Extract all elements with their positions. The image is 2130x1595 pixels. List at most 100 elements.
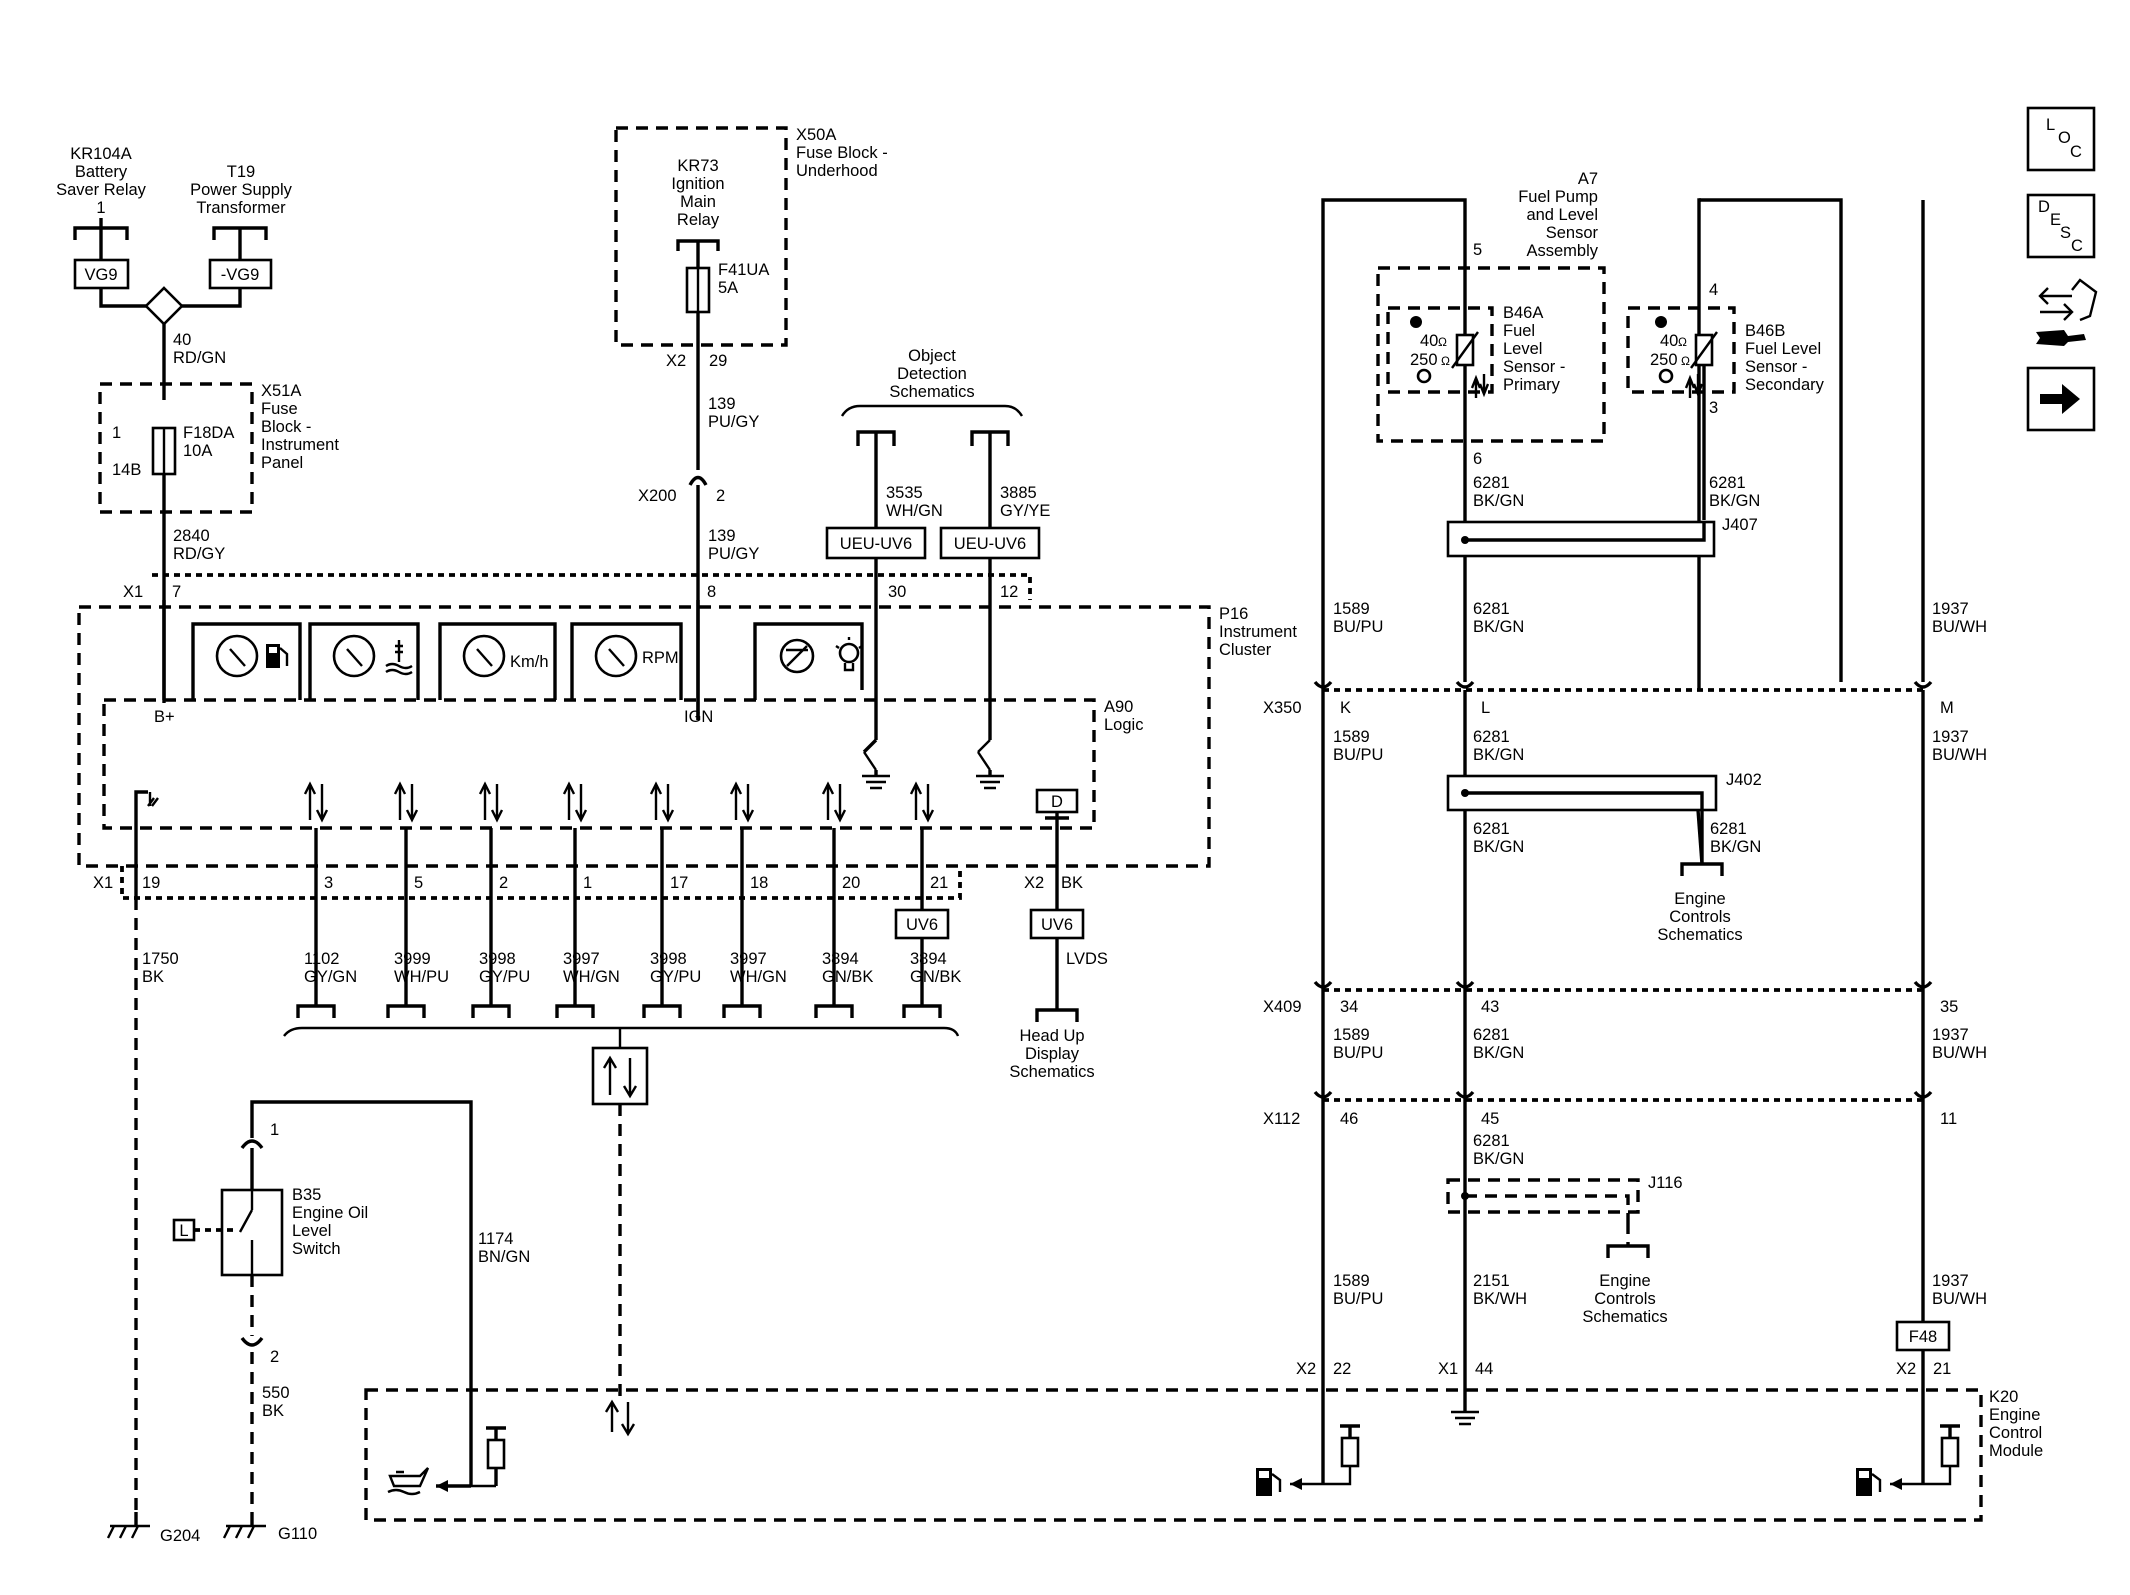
svg-text:L: L <box>179 1222 188 1240</box>
svg-text:1589: 1589 <box>1333 728 1370 746</box>
svg-text:Display: Display <box>1025 1045 1080 1063</box>
k20-ground-44 <box>1451 1410 1479 1426</box>
w6281d-label: 6281 BK/GN <box>1473 728 1524 764</box>
svg-text:Instrument: Instrument <box>1219 623 1297 641</box>
svg-text:Ω: Ω <box>1441 354 1450 368</box>
svg-text:Engine Oil: Engine Oil <box>292 1204 368 1222</box>
svg-text:BU/PU: BU/PU <box>1333 1044 1383 1062</box>
w6281a-label: 6281 BK/GN <box>1473 474 1524 510</box>
pin-k20-21: 21 <box>1933 1360 1951 1378</box>
svg-text:PU/GY: PU/GY <box>708 545 759 563</box>
svg-text:K20: K20 <box>1989 1388 2018 1406</box>
wire-1589-loop <box>1321 198 1467 690</box>
svg-text:BK/GN: BK/GN <box>1709 492 1760 510</box>
data-line-wire-number: 3997 <box>730 950 767 968</box>
j116-box <box>1446 1178 1640 1214</box>
svg-text:250: 250 <box>1410 351 1438 369</box>
a90-label: A90 Logic <box>1104 698 1143 734</box>
svg-text:Schematics: Schematics <box>1009 1063 1094 1081</box>
x2-top-label: X2 <box>666 352 686 370</box>
svg-text:Fuel Level: Fuel Level <box>1745 340 1821 358</box>
b46b-sensor: 40 Ω 250 Ω <box>1650 316 1718 398</box>
pin-x1-30: 30 <box>888 583 906 601</box>
next-arrow-button[interactable] <box>2026 366 2096 432</box>
fuel-pump-icon <box>1856 1468 1882 1496</box>
j402-wire <box>1696 809 1704 865</box>
svg-text:UEU-UV6: UEU-UV6 <box>840 535 912 553</box>
svg-text:Main: Main <box>680 193 716 211</box>
fuel-level-input-1 <box>1256 1424 1360 1496</box>
pin-x200-2: 2 <box>716 487 725 505</box>
svg-text:40: 40 <box>1660 332 1678 350</box>
svg-text:Secondary: Secondary <box>1745 376 1825 394</box>
svg-text:D: D <box>1051 793 1063 811</box>
hud-connector <box>1035 1008 1079 1022</box>
w6281c-label: 6281 BK/GN <box>1473 600 1524 636</box>
lvds-label: LVDS <box>1066 950 1108 968</box>
svg-text:A7: A7 <box>1578 170 1598 188</box>
svg-text:BK/GN: BK/GN <box>1473 1044 1524 1062</box>
data-line-wire-number: 3894 <box>822 950 859 968</box>
w139a-label: 139 PU/GY <box>708 395 759 431</box>
w1174-label: 1174 BN/GN <box>478 1230 530 1266</box>
svg-text:BK: BK <box>262 1402 284 1420</box>
svg-text:1937: 1937 <box>1932 600 1969 618</box>
w40-label: 40 RD/GN <box>173 331 226 367</box>
x1-top-label: X1 <box>123 583 143 601</box>
f18da-label: F18DA 10A <box>183 424 234 460</box>
svg-text:Logic: Logic <box>1104 716 1143 734</box>
svg-text:6281: 6281 <box>1473 474 1510 492</box>
svg-text:BU/WH: BU/WH <box>1932 1044 1987 1062</box>
svg-text:6281: 6281 <box>1473 1132 1510 1150</box>
svg-text:Saver Relay: Saver Relay <box>56 181 147 199</box>
svg-text:BK/WH: BK/WH <box>1473 1290 1527 1308</box>
svg-text:UEU-UV6: UEU-UV6 <box>954 535 1026 553</box>
svg-text:1937: 1937 <box>1932 1272 1969 1290</box>
ground-g110: G110 <box>222 1512 317 1543</box>
svg-text:BU/WH: BU/WH <box>1932 618 1987 636</box>
k20-label: K20 Engine Control Module <box>1989 1388 2043 1460</box>
w6281h-label: 6281 BK/GN <box>1473 1132 1524 1168</box>
j407-label: J407 <box>1722 516 1758 534</box>
x1-top-connector <box>152 573 1032 600</box>
j116-engine-connector <box>1606 1244 1650 1258</box>
svg-text:Battery: Battery <box>75 163 128 181</box>
b35-pin2: 2 <box>270 1348 279 1366</box>
data-line-wire-number: 3999 <box>394 950 431 968</box>
desc-button[interactable]: D E S C <box>2026 193 2096 259</box>
svg-text:2151: 2151 <box>1473 1272 1510 1290</box>
x350-label: X350 <box>1263 699 1302 717</box>
connector-wrench-icon[interactable] <box>2036 278 2098 346</box>
k20-box <box>364 1388 1983 1522</box>
w3535-label: 3535 WH/GN <box>886 484 943 520</box>
pin-b46b-4: 4 <box>1709 281 1718 299</box>
loc-button[interactable]: L O C <box>2026 106 2096 172</box>
indicator-lamp <box>753 622 864 700</box>
temperature-gauge <box>308 622 420 700</box>
svg-text:139: 139 <box>708 527 736 545</box>
svg-text:X51A: X51A <box>261 382 301 400</box>
vg9-box <box>73 258 130 290</box>
svg-text:Ignition: Ignition <box>671 175 724 193</box>
pin-14a: 1 <box>112 424 121 442</box>
svg-text:B46B: B46B <box>1745 322 1785 340</box>
data-line-wire-color: GY/PU <box>650 968 701 986</box>
svg-text:1589: 1589 <box>1333 1026 1370 1044</box>
b35-pin1-connector <box>240 1139 264 1150</box>
svg-text:Engine: Engine <box>1599 1272 1650 1290</box>
w1589c-label: 1589 BU/PU <box>1333 1026 1383 1062</box>
j116-splice <box>1461 1192 1469 1200</box>
pin-14b: 14B <box>112 461 141 479</box>
w1937a-label: 1937 BU/WH <box>1932 600 1987 636</box>
svg-text:Sensor -: Sensor - <box>1503 358 1565 376</box>
svg-text:Object: Object <box>908 347 956 365</box>
svg-text:250: 250 <box>1650 351 1678 369</box>
svg-text:B46A: B46A <box>1503 304 1543 322</box>
svg-text:6281: 6281 <box>1709 474 1746 492</box>
svg-text:L: L <box>2046 116 2055 134</box>
data-line-wire-color: GY/PU <box>479 968 530 986</box>
svg-text:1937: 1937 <box>1932 728 1969 746</box>
svg-text:3885: 3885 <box>1000 484 1037 502</box>
svg-text:E: E <box>2050 211 2061 229</box>
p16-label: P16 Instrument Cluster <box>1219 605 1297 659</box>
